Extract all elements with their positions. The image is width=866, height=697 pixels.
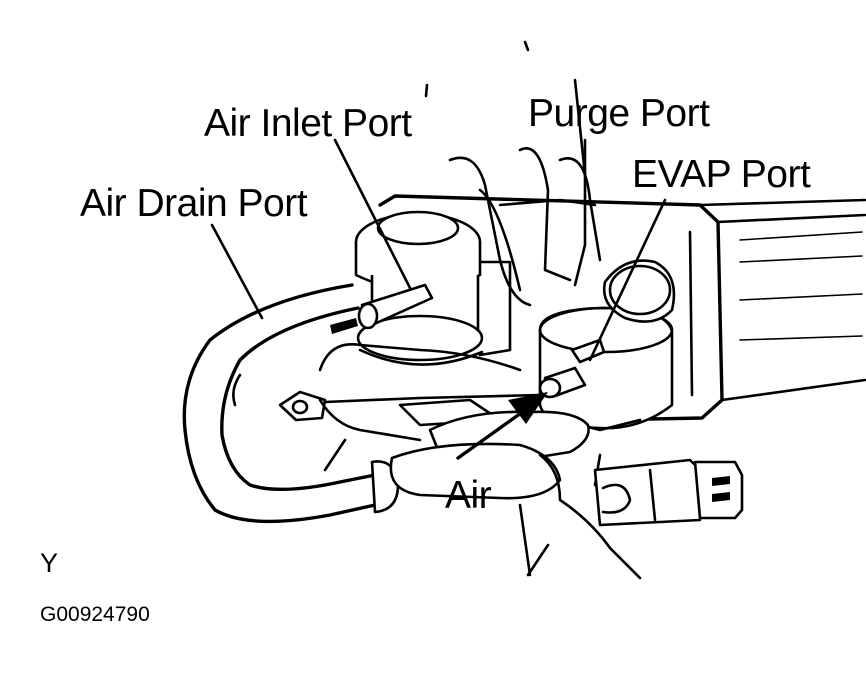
air-drain-hose xyxy=(182,283,400,524)
leader-evap xyxy=(588,198,667,362)
view-marker: Y xyxy=(40,548,59,578)
right-vsv-valve xyxy=(538,259,676,432)
figure-code: G00924790 xyxy=(40,603,150,626)
leader-lines xyxy=(210,138,667,362)
purge-port-label: Purge Port xyxy=(528,92,710,135)
canister-housing xyxy=(378,194,866,422)
left-vsv-valve xyxy=(354,210,512,366)
air-inlet-port-label: Air Inlet Port xyxy=(204,102,412,145)
electrical-connector xyxy=(593,458,744,527)
leader-air-drain xyxy=(210,223,264,320)
evap-port-label: EVAP Port xyxy=(632,153,811,196)
upper-hoses xyxy=(424,40,602,307)
leader-air-inlet xyxy=(333,138,412,290)
air-drain-port-label: Air Drain Port xyxy=(80,182,308,225)
air-flow-arrow xyxy=(456,392,548,460)
air-label: Air xyxy=(445,474,492,517)
leader-purge xyxy=(573,138,587,287)
